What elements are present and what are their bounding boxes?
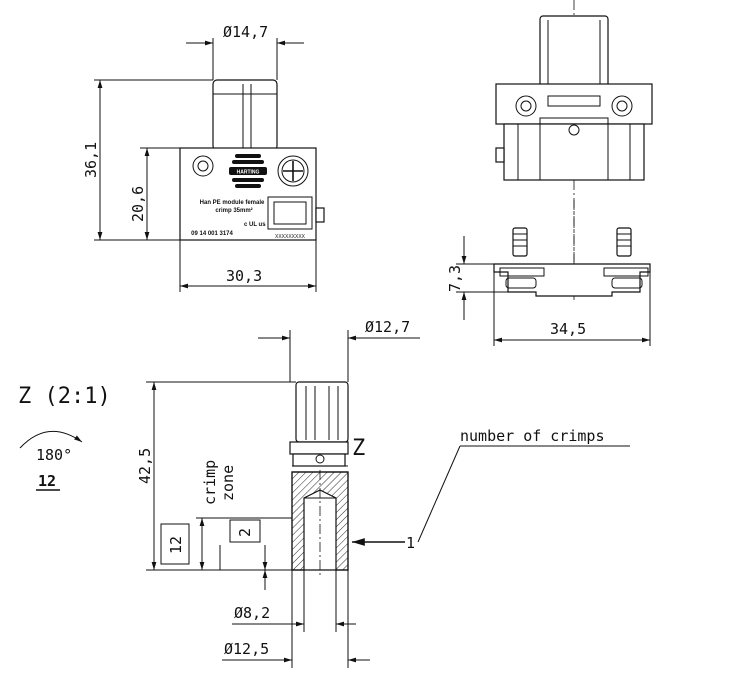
side-view: [493, 200, 651, 300]
rear-body: [503, 123, 645, 181]
dim-diameter-12-7: Ø12,7: [365, 318, 410, 336]
screw-left-icon: [512, 227, 528, 257]
box-12-text: 12: [167, 536, 185, 554]
label-line1: Han PE module female: [200, 200, 265, 206]
label-window: [267, 196, 313, 230]
callout-text: number of crimps: [460, 427, 605, 445]
box-2-text: 2: [236, 528, 254, 537]
dim-diameter-14-7: Ø14,7: [223, 23, 268, 41]
crimp-label-2: zone: [219, 465, 237, 501]
ground-screw-icon: [277, 155, 309, 187]
view-label: Z (2:1) 180° 12: [18, 384, 111, 491]
detail-tube: [295, 381, 349, 443]
crimp-label-1: crimp: [201, 460, 219, 505]
label-part-number: 09 14 001 3174: [191, 231, 233, 237]
side-view-dimensions: 7,3 34,5: [446, 236, 651, 346]
detail-dimensions: Ø12,7 42,5 crimp zone 12 2 Ø8,2 Ø12,5: [136, 318, 420, 668]
dim-height-42-5: 42,5: [136, 448, 154, 484]
dim-height-7-3: 7,3: [446, 265, 464, 292]
screw-right-icon: [616, 227, 632, 257]
detail-z: Z 1 number of crimps: [289, 381, 630, 575]
label-cert: c UL us: [244, 222, 266, 228]
rear-hole-right-icon: [611, 95, 633, 117]
label-line2: crimp 35mm²: [215, 207, 252, 214]
rear-hole-left-icon: [515, 95, 537, 117]
mounting-hole-icon: [192, 155, 214, 177]
dim-diameter-8-2: Ø8,2: [234, 604, 270, 622]
rear-view: [495, 0, 653, 270]
dim-height-20-6: 20,6: [129, 186, 147, 222]
dim-width-34-5: 34,5: [550, 320, 586, 338]
harting-logo-icon: [229, 154, 267, 188]
dim-width-30-3: 30,3: [226, 267, 262, 285]
box-2: [229, 519, 261, 543]
rotation-box-number: 12: [38, 472, 56, 490]
label-serial: XXXXXXXXX: [275, 234, 306, 240]
rotation-text: 180°: [36, 446, 72, 464]
callout-number: 1: [406, 534, 415, 552]
dim-height-36-1: 36,1: [82, 142, 100, 178]
cable-entry-tube: [212, 79, 278, 151]
logo-text: HARTING: [237, 170, 260, 176]
view-label-text: Z (2:1): [18, 384, 111, 409]
front-view-dimensions: Ø14,7 36,1 20,6 30,3: [82, 23, 317, 292]
side-base: [493, 263, 651, 297]
dim-diameter-12-5: Ø12,5: [224, 640, 269, 658]
box-12: [160, 523, 190, 565]
z-marker: Z: [352, 436, 365, 461]
rotation-arrow-icon: [19, 430, 83, 449]
front-view: HARTING Han PE module female crimp 35mm²…: [179, 79, 325, 241]
